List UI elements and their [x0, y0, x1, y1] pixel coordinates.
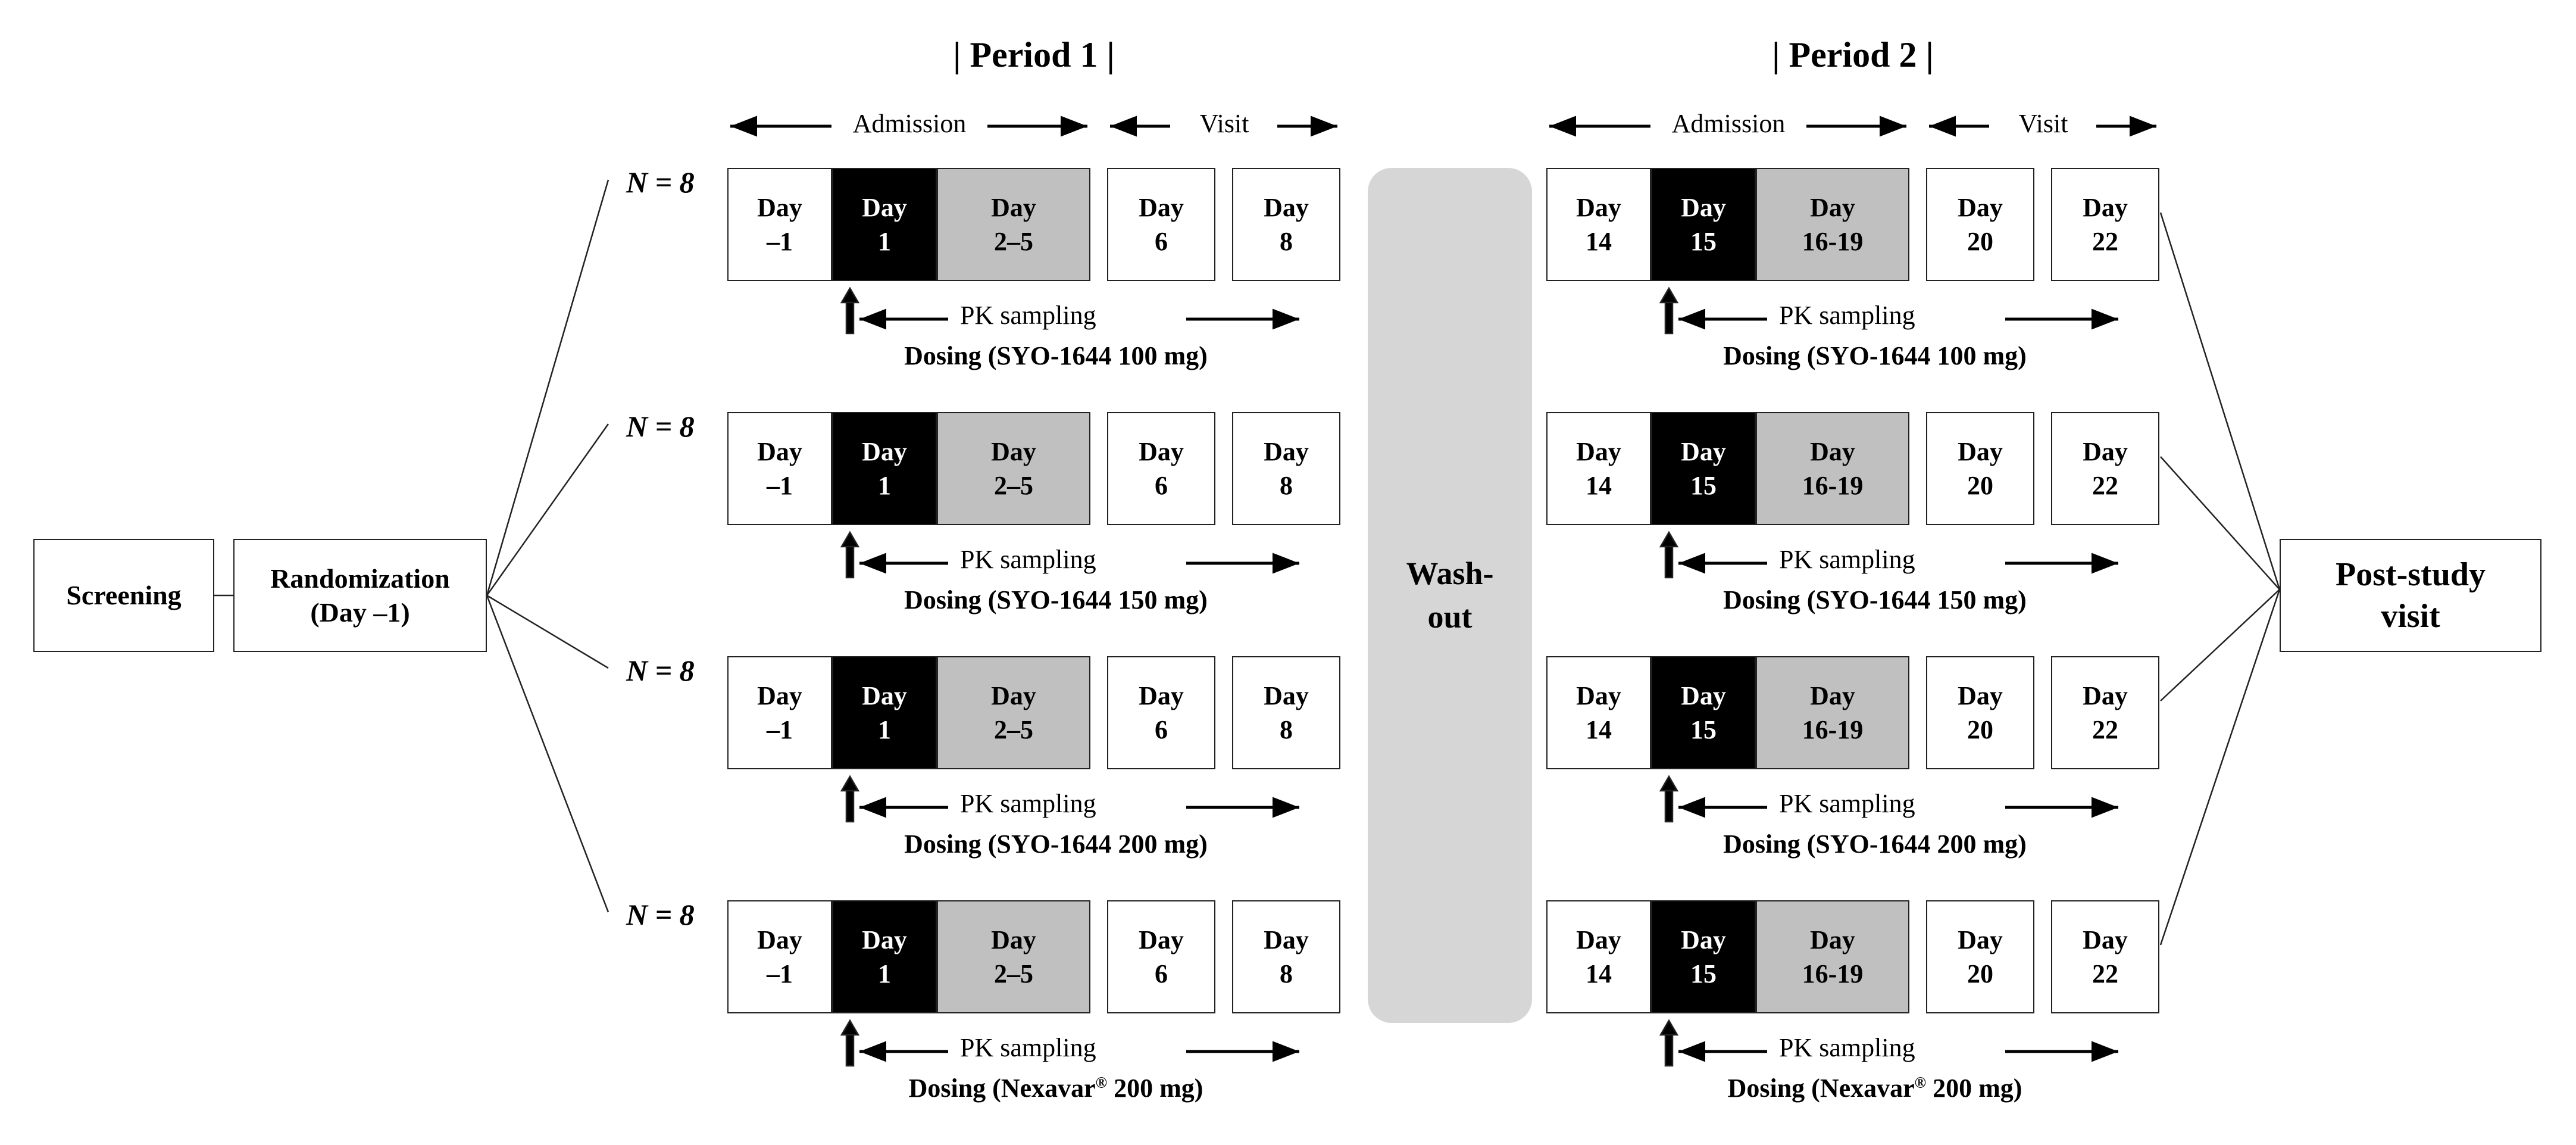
day-cell-p2-arm3-4: Day 20 [1926, 656, 2034, 769]
dosing-label-p1-arm1: Dosing (SYO-1644 100 mg) [904, 341, 1208, 370]
day-cell-p1-arm4-5: Day 8 [1232, 900, 1340, 1013]
admission-label-p1: Admission [831, 108, 987, 139]
day-cell-p2-arm3-5: Day 22 [2051, 656, 2159, 769]
day-cell-p2-arm1-3: Day 16-19 [1756, 168, 1909, 281]
day-cell-p2-arm4-2: Day 15 [1651, 900, 1756, 1013]
post-study-label-line2: visit [2381, 598, 2440, 635]
day-cell-p1-arm1-2: Day 1 [832, 168, 937, 281]
day-cell-p2-arm2-5: Day 22 [2051, 412, 2159, 525]
day-cell-p1-arm2-1: Day –1 [727, 412, 832, 525]
day-cell-p2-arm2-4: Day 20 [1926, 412, 2034, 525]
n-label-arm2: N = 8 [626, 410, 695, 443]
day-cell-p1-arm3-3: Day 2–5 [937, 656, 1090, 769]
pk-sampling-label: PK sampling [1767, 1032, 1927, 1063]
dosing-up-arrow [1659, 286, 1679, 335]
dosing-label-p2-arm3: Dosing (SYO-1644 200 mg) [1723, 829, 2027, 859]
randomization-box: Randomization (Day –1) [233, 539, 487, 652]
dosing-label-p2-arm1: Dosing (SYO-1644 100 mg) [1723, 341, 2027, 370]
pk-sampling-label: PK sampling [948, 300, 1108, 330]
post-study-fan-line-1 [2159, 212, 2281, 590]
registered-mark: ® [1914, 1074, 1927, 1091]
day-cell-p2-arm4-1: Day 14 [1546, 900, 1651, 1013]
day-cell-p2-arm3-3: Day 16-19 [1756, 656, 1909, 769]
dosing-label-p1-arm4: Dosing (Nexavar® 200 mg) [908, 1074, 1203, 1103]
day-cell-p2-arm2-3: Day 16-19 [1756, 412, 1909, 525]
day-cell-p2-arm2-2: Day 15 [1651, 412, 1756, 525]
screening-label: Screening [66, 580, 182, 611]
pk-sampling-label: PK sampling [1767, 300, 1927, 330]
day-cell-p1-arm2-5: Day 8 [1232, 412, 1340, 525]
day-cell-p1-arm1-5: Day 8 [1232, 168, 1340, 281]
pk-sampling-label: PK sampling [948, 544, 1108, 575]
day-cell-p2-arm2-1: Day 14 [1546, 412, 1651, 525]
dosing-up-arrow [840, 531, 860, 579]
day-cell-p2-arm4-4: Day 20 [1926, 900, 2034, 1013]
day-cell-p2-arm1-2: Day 15 [1651, 168, 1756, 281]
day-cell-p1-arm4-3: Day 2–5 [937, 900, 1090, 1013]
post-study-fan-line-3 [2160, 589, 2280, 701]
period-title-1: | Period 1 | [953, 35, 1115, 74]
registered-mark: ® [1095, 1074, 1108, 1091]
dosing-up-arrow [840, 286, 860, 335]
day-cell-p1-arm4-1: Day –1 [727, 900, 832, 1013]
dosing-up-arrow [1659, 775, 1679, 823]
visit-label-p2: Visit [1998, 108, 2089, 139]
post-study-fan-line-2 [2160, 456, 2280, 590]
day-cell-p1-arm3-4: Day 6 [1107, 656, 1215, 769]
randomization-fan-line-3 [486, 594, 609, 669]
pk-sampling-label: PK sampling [948, 1032, 1108, 1063]
n-label-arm1: N = 8 [626, 166, 695, 199]
visit-label-p1: Visit [1179, 108, 1270, 139]
day-cell-p2-arm4-3: Day 16-19 [1756, 900, 1909, 1013]
dosing-up-arrow [1659, 531, 1679, 579]
day-cell-p2-arm1-4: Day 20 [1926, 168, 2034, 281]
day-cell-p2-arm4-5: Day 22 [2051, 900, 2159, 1013]
washout-box: Wash- out [1368, 168, 1532, 1023]
day-cell-p1-arm2-4: Day 6 [1107, 412, 1215, 525]
day-cell-p1-arm4-2: Day 1 [832, 900, 937, 1013]
day-cell-p1-arm2-2: Day 1 [832, 412, 937, 525]
period-title-2: | Period 2 | [1772, 35, 1934, 74]
day-cell-p2-arm3-2: Day 15 [1651, 656, 1756, 769]
day-cell-p1-arm3-2: Day 1 [832, 656, 937, 769]
dosing-up-arrow [840, 775, 860, 823]
post-study-fan-line-4 [2159, 589, 2281, 946]
day-cell-p1-arm3-1: Day –1 [727, 656, 832, 769]
n-label-arm4: N = 8 [626, 898, 695, 931]
day-cell-p1-arm1-1: Day –1 [727, 168, 832, 281]
day-cell-p2-arm1-5: Day 22 [2051, 168, 2159, 281]
dosing-up-arrow [1659, 1019, 1679, 1067]
n-label-arm3: N = 8 [626, 654, 695, 687]
day-cell-p1-arm1-3: Day 2–5 [937, 168, 1090, 281]
dosing-label-p1-arm2: Dosing (SYO-1644 150 mg) [904, 585, 1208, 614]
day-cell-p1-arm3-5: Day 8 [1232, 656, 1340, 769]
pk-sampling-label: PK sampling [1767, 788, 1927, 819]
screening-box: Screening [33, 539, 214, 652]
admission-label-p2: Admission [1650, 108, 1806, 139]
randomization-fan-line-4 [486, 595, 609, 913]
dosing-label-p1-arm3: Dosing (SYO-1644 200 mg) [904, 829, 1208, 859]
pk-sampling-label: PK sampling [948, 788, 1108, 819]
pk-sampling-label: PK sampling [1767, 544, 1927, 575]
day-cell-p1-arm1-4: Day 6 [1107, 168, 1215, 281]
randomization-label-line1: Randomization [270, 563, 450, 594]
day-cell-p1-arm4-4: Day 6 [1107, 900, 1215, 1013]
day-cell-p2-arm1-1: Day 14 [1546, 168, 1651, 281]
randomization-fan-line-2 [486, 423, 609, 596]
dosing-up-arrow [840, 1019, 860, 1067]
post-study-visit-box: Post-study visit [2280, 539, 2541, 652]
dosing-label-p2-arm2: Dosing (SYO-1644 150 mg) [1723, 585, 2027, 614]
randomization-fan-line-1 [486, 179, 609, 596]
day-cell-p2-arm3-1: Day 14 [1546, 656, 1651, 769]
randomization-label-line2: (Day –1) [310, 597, 410, 628]
day-cell-p1-arm2-3: Day 2–5 [937, 412, 1090, 525]
post-study-label-line1: Post-study [2335, 556, 2486, 593]
dosing-label-p2-arm4: Dosing (Nexavar® 200 mg) [1727, 1074, 2022, 1103]
